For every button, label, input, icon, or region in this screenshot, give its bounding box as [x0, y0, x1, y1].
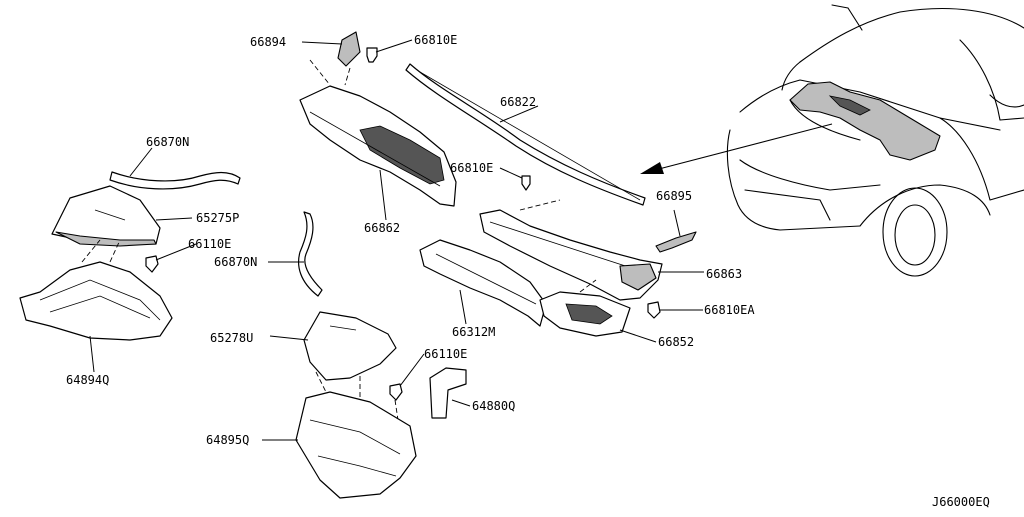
part-labels: 66894 66810E 66822 66870N 65275P 66110E … [66, 33, 990, 509]
label-65275P: 65275P [196, 211, 239, 225]
label-66312M: 66312M [452, 325, 495, 339]
part-66894 [337, 31, 378, 67]
part-66852 [539, 279, 631, 337]
part-65275P [51, 185, 161, 247]
part-66863 [479, 199, 663, 301]
label-66822: 66822 [500, 95, 536, 109]
pointer-arrow [640, 123, 833, 174]
label-66870N-mid: 66870N [214, 255, 257, 269]
label-64880Q: 64880Q [472, 399, 515, 413]
label-66862: 66862 [364, 221, 400, 235]
part-64880Q [429, 367, 467, 419]
label-66894: 66894 [250, 35, 286, 49]
part-64894Q [19, 239, 173, 341]
label-64895Q: 64895Q [206, 433, 249, 447]
label-66863: 66863 [706, 267, 742, 281]
part-66870N-top [109, 171, 241, 190]
label-66110E-mid: 66110E [424, 347, 467, 361]
part-66895 [655, 231, 697, 253]
label-66870N-top: 66870N [146, 135, 189, 149]
label-64894Q: 64894Q [66, 373, 109, 387]
label-66810E-mid: 66810E [450, 161, 493, 175]
part-66110E-mid [389, 383, 403, 421]
label-66810EA: 66810EA [704, 303, 755, 317]
label-66852: 66852 [658, 335, 694, 349]
seal-strip-66822 [405, 63, 646, 206]
label-66810E-top: 66810E [414, 33, 457, 47]
part-66312M [419, 239, 547, 327]
part-65278U [303, 311, 397, 381]
part-66810EA [647, 301, 661, 319]
diagram-code: J66000EQ [932, 495, 990, 509]
part-66870N-mid [297, 211, 323, 297]
label-65278U: 65278U [210, 331, 253, 345]
part-66810E-mid [521, 175, 531, 191]
label-66110E-left: 66110E [188, 237, 231, 251]
part-64895Q [295, 371, 417, 499]
car-illustration [726, 4, 1024, 277]
leader-lines [89, 39, 704, 441]
part-66862 [299, 59, 457, 207]
label-66895: 66895 [656, 189, 692, 203]
part-66110E-left [145, 255, 159, 273]
